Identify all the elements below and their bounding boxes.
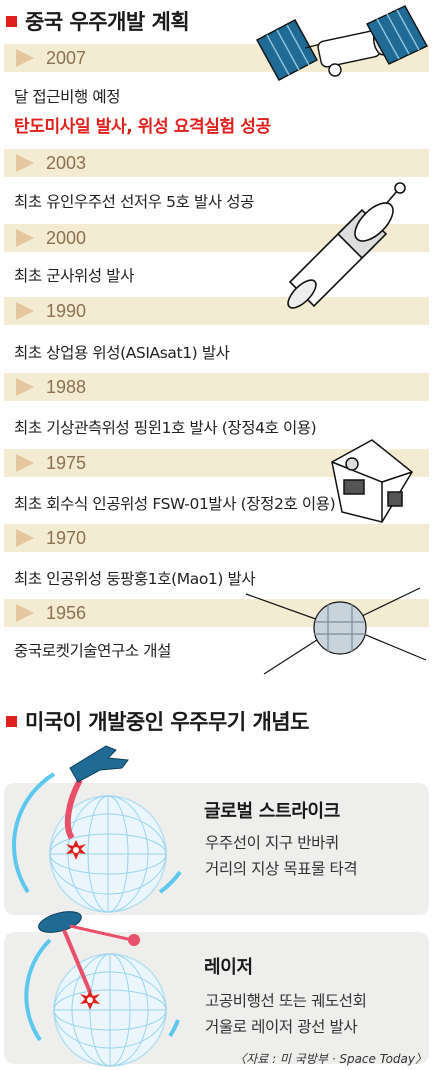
triangle-marker-icon	[16, 378, 34, 396]
event-1988: 최초 기상관측위성 핑윈1호 발사 (장정4호 이용)	[14, 419, 317, 437]
year-label: 1975	[46, 452, 87, 473]
event-2007-2-highlight: 탄도미사일 발사, 위성 요격실험 성공	[14, 117, 271, 137]
dongfanghong-satellite-icon	[245, 587, 427, 675]
section-title-us: 미국이 개발중인 우주무기 개념도	[6, 706, 309, 736]
weapon-desc-line: 거리의 지상 목표물 타격	[205, 860, 358, 878]
year-label: 2007	[46, 47, 87, 68]
orbit-arc	[12, 772, 56, 894]
triangle-marker-icon	[16, 302, 34, 320]
triangle-marker-icon	[16, 154, 34, 172]
triangle-marker-icon	[16, 49, 34, 67]
event-1990: 최초 상업용 위성(ASIAsat1) 발사	[14, 344, 230, 362]
section-title-text: 중국 우주개발 계획	[25, 10, 190, 34]
satellite-cylinder-icon	[287, 182, 406, 309]
event-1956: 중국로켓기술연구소 개설	[14, 642, 171, 660]
triangle-marker-icon	[16, 229, 34, 247]
spaceplane-icon	[69, 745, 129, 783]
year-label: 1988	[46, 376, 87, 397]
space-station-icon	[256, 5, 428, 81]
year-label: 1970	[46, 527, 87, 548]
laser-beam	[62, 929, 92, 993]
year-bar-1970: 1970	[4, 524, 429, 552]
weapon-desc-line: 거울로 레이저 광선 발사	[205, 1018, 358, 1036]
year-label: 2003	[46, 152, 87, 173]
year-label: 1956	[46, 602, 87, 623]
section-title-text: 미국이 개발중인 우주무기 개념도	[25, 710, 309, 734]
title-square-marker	[6, 15, 17, 27]
laser-diagram	[24, 911, 180, 1067]
global-strike-diagram	[12, 745, 182, 913]
triangle-marker-icon	[16, 604, 34, 622]
triangle-marker-icon	[16, 454, 34, 472]
year-bar-1990: 1990	[4, 297, 429, 325]
strike-trajectory	[64, 778, 83, 840]
weapon-desc-line: 우주선이 지구 반바퀴	[205, 834, 339, 852]
weapon-title-global-strike: 글로벌 스트라이크	[204, 801, 341, 822]
weapon-title-laser: 레이저	[204, 957, 253, 978]
event-2003: 최초 유인우주선 선저우 5호 발사 성공	[14, 193, 254, 211]
impact-burst-icon	[80, 990, 100, 1010]
event-2007-1: 달 접근비행 예정	[14, 88, 121, 106]
section-title-china: 중국 우주개발 계획	[6, 6, 190, 36]
event-1970: 최초 인공위성 둥팡훙1호(Mao1) 발사	[14, 570, 256, 588]
event-1975: 최초 회수식 인공위성 FSW-01발사 (장정2호 이용)	[14, 495, 336, 513]
recoverable-satellite-icon	[331, 439, 413, 523]
year-bar-1988: 1988	[4, 373, 429, 401]
title-square-marker	[6, 715, 17, 727]
weapon-desc-line: 고공비행선 또는 궤도선회	[205, 992, 367, 1010]
impact-burst-icon	[66, 840, 86, 860]
event-2000: 최초 군사위성 발사	[14, 267, 134, 285]
source-credit: 〈자료 : 미 국방부 · Space Today〉	[234, 1052, 427, 1066]
triangle-marker-icon	[16, 529, 34, 547]
year-label: 2000	[46, 227, 87, 248]
year-label: 1990	[46, 300, 87, 321]
airship-mirror-icon	[38, 911, 82, 933]
year-bar-2003: 2003	[4, 149, 429, 177]
mirror-point-icon	[128, 934, 140, 946]
